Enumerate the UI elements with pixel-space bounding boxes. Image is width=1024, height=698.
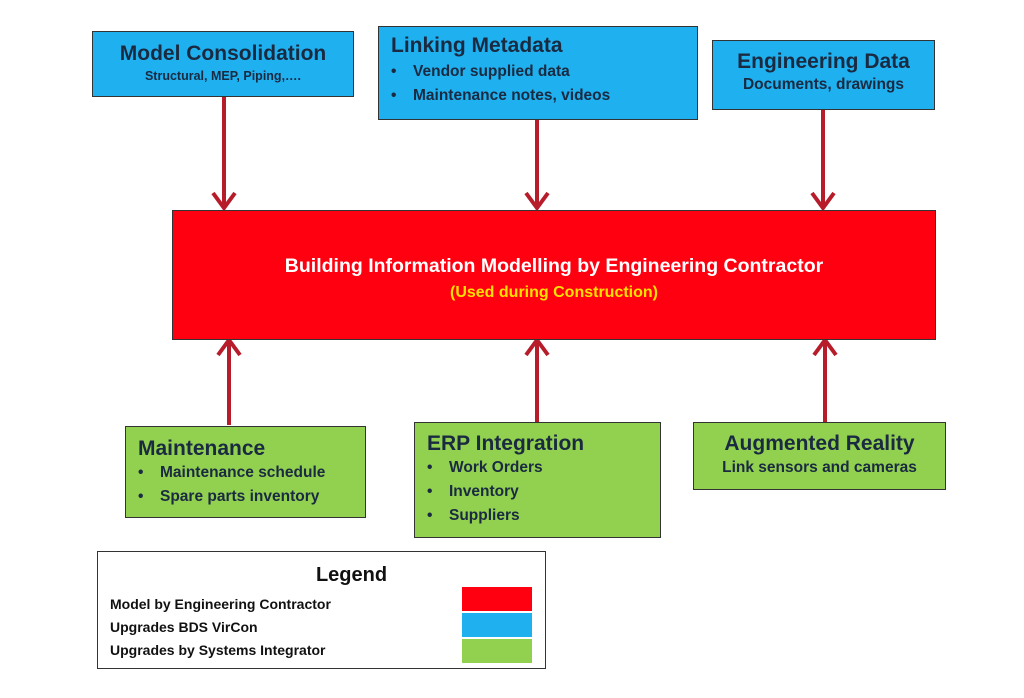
bim-contractor-box: Building Information Modelling by Engine… <box>172 210 936 340</box>
legend-box: Legend Model by Engineering Contractor U… <box>97 551 546 669</box>
model-consolidation-box: Model Consolidation Structural, MEP, Pip… <box>92 31 354 97</box>
engineering-data-title: Engineering Data <box>737 50 910 73</box>
erp-integration-title: ERP Integration <box>427 432 585 455</box>
augmented-reality-subtitle: Link sensors and cameras <box>722 459 917 476</box>
linking-metadata-title: Linking Metadata <box>391 34 563 57</box>
augmented-reality-box: Augmented Reality Link sensors and camer… <box>693 422 946 490</box>
arrow-ar-to-bim <box>812 336 838 422</box>
arrow-model-to-bim <box>211 96 237 212</box>
erp-item: •Suppliers <box>427 507 520 524</box>
legend-label-integrator: Upgrades by Systems Integrator <box>110 642 326 658</box>
linking-item: •Vendor supplied data <box>391 63 570 80</box>
bim-subtitle: (Used during Construction) <box>450 284 658 301</box>
legend-swatch-blue <box>462 613 532 637</box>
engineering-data-subtitle: Documents, drawings <box>742 76 905 93</box>
maintenance-item: •Maintenance schedule <box>138 464 326 481</box>
maintenance-item: •Spare parts inventory <box>138 488 320 505</box>
arrow-erp-to-bim <box>524 336 550 422</box>
legend-title: Legend <box>315 564 388 586</box>
erp-item: •Inventory <box>427 483 519 500</box>
bim-title: Building Information Modelling by Engine… <box>284 255 824 277</box>
legend-label-contractor: Model by Engineering Contractor <box>110 596 331 612</box>
engineering-data-box: Engineering Data Documents, drawings <box>712 40 935 110</box>
linking-item: •Maintenance notes, videos <box>391 87 611 104</box>
arrow-maintenance-to-bim <box>216 336 242 425</box>
legend-label-bds: Upgrades BDS VirCon <box>110 619 258 635</box>
linking-metadata-box: Linking Metadata •Vendor supplied data •… <box>378 26 698 120</box>
augmented-reality-title: Augmented Reality <box>724 432 915 455</box>
arrow-linking-to-bim <box>524 120 550 212</box>
model-consolidation-subtitle: Structural, MEP, Piping,…. <box>144 69 302 83</box>
legend-swatch-green <box>462 639 532 663</box>
arrow-engineering-to-bim <box>810 110 836 212</box>
maintenance-box: Maintenance •Maintenance schedule •Spare… <box>125 426 366 518</box>
legend-swatch-red <box>462 587 532 611</box>
erp-integration-box: ERP Integration •Work Orders •Inventory … <box>414 422 661 538</box>
maintenance-title: Maintenance <box>138 437 266 460</box>
erp-item: •Work Orders <box>427 459 543 476</box>
model-consolidation-title: Model Consolidation <box>119 42 327 65</box>
